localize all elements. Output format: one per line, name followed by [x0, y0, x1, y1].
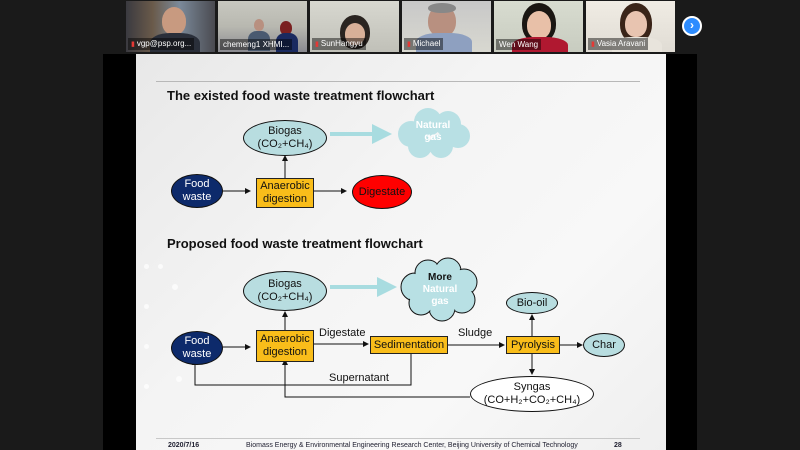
participant-name: chemeng1 XHMI... — [220, 39, 293, 50]
participant-strip: ▮vgp@psp.org... chemeng1 XHMI... ▮SunHan… — [0, 0, 800, 54]
participant-name: ▮vgp@psp.org... — [128, 38, 195, 50]
mic-muted-icon: ▮ — [407, 41, 411, 48]
next-page-button[interactable]: › — [682, 16, 702, 36]
node-syngas: Syngas(CO+H₂+CO₂+CH₄) — [470, 376, 594, 412]
slide-page-number: 28 — [614, 442, 622, 449]
slide-footer-rule — [156, 438, 640, 439]
participant-name: Wen Wang — [496, 39, 542, 50]
node-biogas-2: Biogas(CO₂+CH₄) — [243, 271, 327, 311]
digestate-label: Digestate — [319, 327, 366, 339]
decor-dot — [144, 304, 149, 309]
participant-tile[interactable]: ▮SunHangyu — [310, 1, 399, 52]
sludge-label: Sludge — [458, 327, 493, 339]
mic-muted-icon: ▮ — [315, 41, 319, 48]
node-char: Char — [583, 333, 625, 357]
participant-tile[interactable]: ▮Vasia Aravani — [586, 1, 675, 52]
shared-slide: The existed food waste treatment flowcha… — [136, 54, 666, 450]
participant-tile[interactable]: ▮Michael — [402, 1, 491, 52]
mic-muted-icon: ▮ — [591, 41, 595, 48]
node-sedimentation: Sedimentation — [370, 336, 448, 354]
chevron-right-icon: › — [690, 18, 694, 32]
node-digestate: Digestate — [352, 175, 412, 209]
participant-tile[interactable]: ▮vgp@psp.org... — [126, 1, 215, 52]
decor-dot — [144, 384, 149, 389]
slide-organization: Biomass Energy & Environmental Engineeri… — [246, 442, 578, 449]
flow-arrows — [192, 108, 583, 398]
decor-dot — [172, 284, 178, 290]
existing-flowchart-title: The existed food waste treatment flowcha… — [167, 88, 435, 103]
decor-dot — [158, 264, 163, 269]
supernatant-return-line — [192, 354, 412, 386]
decor-dot — [144, 264, 149, 269]
participant-name: ▮SunHangyu — [312, 38, 366, 50]
participant-name: ▮Michael — [404, 38, 444, 50]
proposed-flowchart-title: Proposed food waste treatment flowchart — [167, 236, 423, 251]
decor-dot — [176, 376, 182, 382]
participant-tile[interactable]: chemeng1 XHMI... — [218, 1, 307, 52]
node-pyrolysis: Pyrolysis — [506, 336, 560, 354]
node-biogas: Biogas(CO₂+CH₄) — [243, 120, 327, 156]
participant-tile[interactable]: Wen Wang — [494, 1, 583, 52]
node-bio-oil: Bio-oil — [506, 292, 558, 314]
natural-gas-cloud — [398, 108, 470, 158]
slide-date: 2020/7/16 — [168, 442, 200, 449]
mic-muted-icon: ▮ — [131, 41, 135, 48]
supernatant-label: Supernatant — [329, 372, 389, 384]
syngas-return-line — [282, 359, 470, 398]
slide-top-rule — [156, 81, 640, 82]
participant-name: ▮Vasia Aravani — [588, 38, 649, 50]
decor-dot — [144, 344, 149, 349]
